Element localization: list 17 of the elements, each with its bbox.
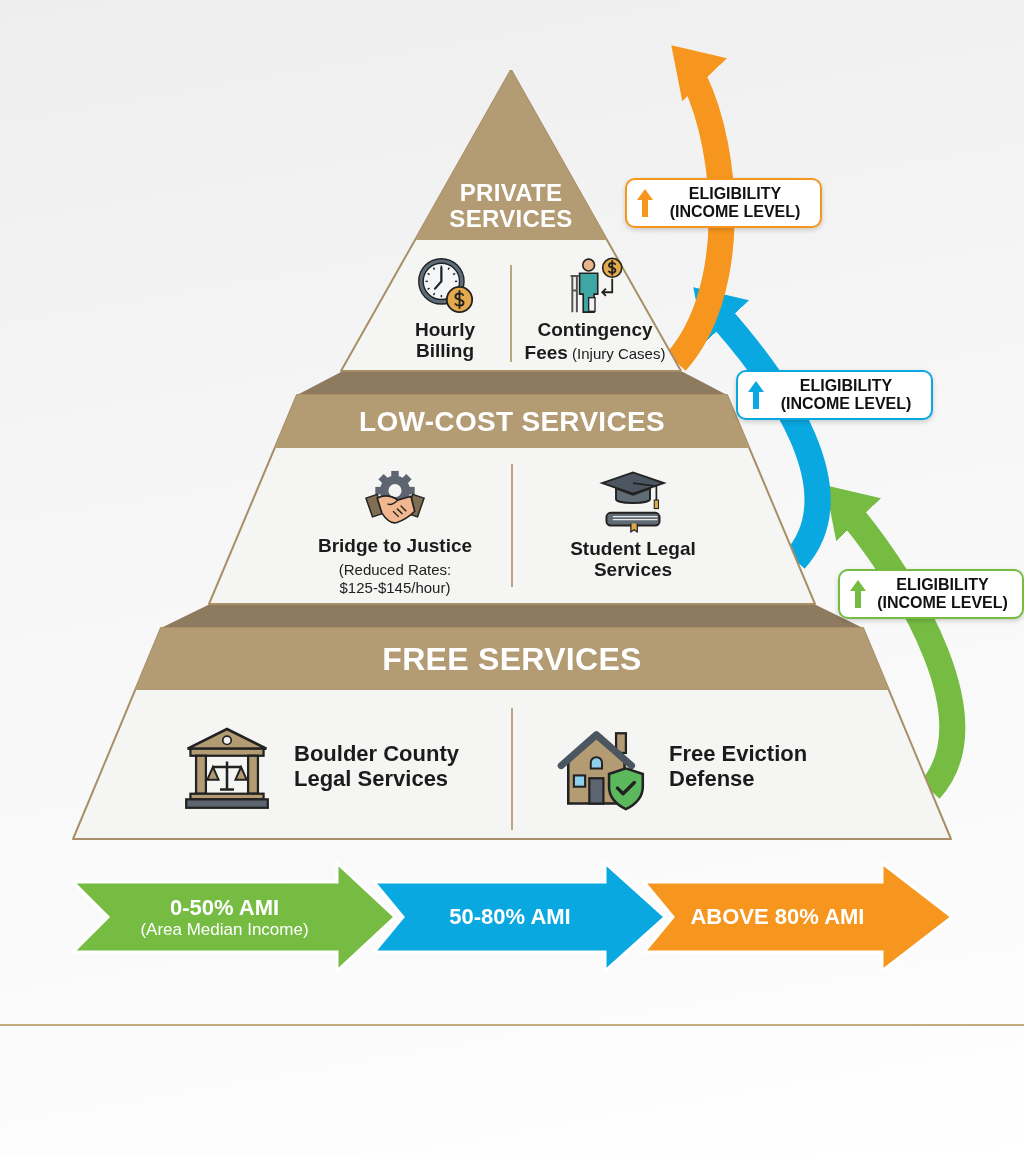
- edge-label: ELIGIBILITY (INCOME LEVEL): [668, 185, 802, 221]
- service-name: Contingency Fees (Injury Cases): [523, 319, 667, 365]
- service-name: Bridge to Justice: [317, 535, 473, 557]
- service-name: Free Eviction Defense: [669, 742, 809, 792]
- tier-heading: FREE SERVICES: [382, 642, 642, 677]
- banner-label: 0-50% AMI: [169, 894, 280, 920]
- service-name: Boulder County Legal Services: [294, 742, 460, 792]
- edge-label: ELIGIBILITY (INCOME LEVEL): [779, 377, 913, 413]
- tier-heading: LOW-COST SERVICES: [359, 407, 665, 438]
- banner-label: 50-80% AMI: [449, 904, 571, 930]
- tier-heading: PRIVATE SERVICES: [448, 180, 574, 232]
- service-note: (Reduced Rates: $125-$145/hour): [337, 561, 453, 598]
- banner-sublabel: (Area Median Income): [140, 919, 309, 940]
- edge-label: ELIGIBILITY (INCOME LEVEL): [876, 576, 1009, 612]
- service-name: Hourly Billing: [413, 319, 477, 362]
- banner-label: ABOVE 80% AMI: [690, 904, 865, 930]
- service-name: Student Legal Services: [569, 538, 697, 581]
